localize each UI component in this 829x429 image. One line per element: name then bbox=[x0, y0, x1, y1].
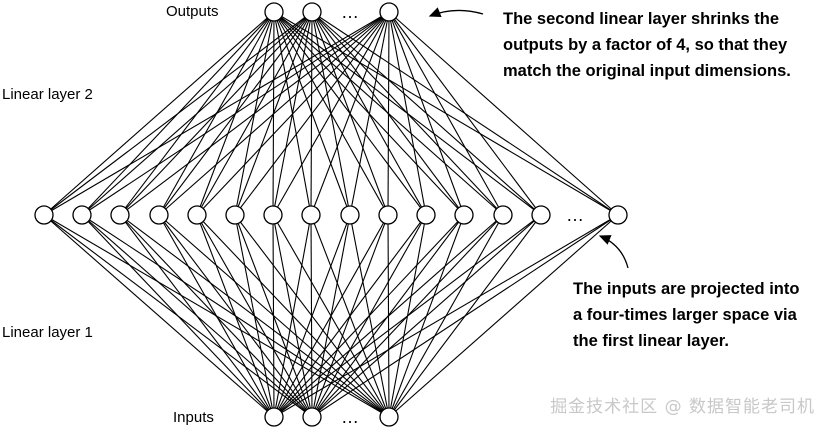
edge-input-to-hidden bbox=[273, 214, 351, 418]
edge-input-to-hidden bbox=[388, 214, 619, 418]
edge-hidden-to-output bbox=[388, 11, 619, 216]
output-node bbox=[379, 2, 399, 22]
edge-hidden-to-output bbox=[273, 11, 351, 216]
hidden-node bbox=[263, 205, 283, 225]
top-annotation-arrow bbox=[428, 7, 484, 17]
bottom-annotation: The inputs are projected into a four-tim… bbox=[573, 276, 799, 354]
edge-input-to-hidden bbox=[273, 214, 465, 418]
edge-input-to-hidden bbox=[311, 214, 542, 418]
edge-input-to-hidden bbox=[273, 214, 427, 418]
hidden-node bbox=[340, 205, 360, 225]
hidden-node bbox=[149, 205, 169, 225]
hidden-node bbox=[454, 205, 474, 225]
hidden-node bbox=[493, 205, 513, 225]
input-ellipsis: … bbox=[341, 407, 359, 427]
linear-layer-2-label: Linear layer 2 bbox=[2, 86, 93, 103]
hidden-node bbox=[110, 205, 130, 225]
linear-layer-1-label: Linear layer 1 bbox=[2, 324, 93, 341]
edge-input-to-hidden bbox=[273, 214, 312, 418]
hidden-node bbox=[301, 205, 321, 225]
ellipsis-dots: … … … bbox=[341, 2, 584, 427]
edge-hidden-to-output bbox=[273, 11, 542, 216]
edge-input-to-hidden bbox=[273, 214, 542, 418]
edge-input-to-hidden bbox=[234, 214, 275, 418]
edge-hidden-to-output bbox=[273, 11, 504, 216]
outputs-label: Outputs bbox=[166, 3, 219, 20]
output-node bbox=[302, 2, 322, 22]
watermark: 掘金技术社区 @ 数据智能老司机 bbox=[550, 397, 815, 417]
edge-input-to-hidden bbox=[272, 214, 275, 418]
edge-input-to-hidden bbox=[273, 214, 619, 418]
top-annotation-line-1: The second linear layer shrinks the bbox=[503, 10, 780, 28]
input-node bbox=[302, 407, 322, 427]
bottom-annotation-line-2: a four-times larger space via bbox=[573, 306, 797, 324]
hidden-node bbox=[34, 205, 54, 225]
hidden-node bbox=[378, 205, 398, 225]
hidden-node bbox=[416, 205, 436, 225]
edge-hidden-to-output bbox=[273, 11, 465, 216]
edge-hidden-to-output bbox=[273, 11, 427, 216]
hidden-node bbox=[531, 205, 551, 225]
hidden-node bbox=[187, 205, 207, 225]
edge-input-to-hidden bbox=[273, 214, 504, 418]
hidden-node bbox=[225, 205, 245, 225]
edge-input-to-hidden bbox=[158, 214, 275, 418]
edge-hidden-to-output bbox=[119, 11, 275, 216]
edge-hidden-to-output bbox=[273, 11, 619, 216]
connection-lines bbox=[43, 11, 619, 418]
edge-hidden-to-output bbox=[311, 11, 619, 216]
edge-input-to-hidden bbox=[311, 214, 619, 418]
hidden-node bbox=[72, 205, 92, 225]
edge-hidden-to-output bbox=[273, 11, 389, 216]
edge-hidden-to-output bbox=[196, 11, 275, 216]
edge-input-to-hidden bbox=[43, 214, 275, 418]
input-node bbox=[264, 407, 284, 427]
edge-hidden-to-output bbox=[158, 11, 275, 216]
edge-hidden-to-output bbox=[311, 11, 542, 216]
edge-input-to-hidden bbox=[81, 214, 275, 418]
inputs-label: Inputs bbox=[173, 409, 214, 426]
edge-input-to-hidden bbox=[119, 214, 275, 418]
edge-input-to-hidden bbox=[273, 214, 389, 418]
edge-hidden-to-output bbox=[81, 11, 275, 216]
edge-hidden-to-output bbox=[272, 11, 275, 216]
top-annotation-line-2: outputs by a factor of 4, so that they bbox=[503, 36, 788, 54]
hidden-node bbox=[608, 205, 628, 225]
top-annotation: The second linear layer shrinks the outp… bbox=[503, 6, 791, 84]
output-node bbox=[264, 2, 284, 22]
edge-hidden-to-output bbox=[43, 11, 275, 216]
edge-input-to-hidden bbox=[196, 214, 275, 418]
edge-hidden-to-output bbox=[234, 11, 275, 216]
bottom-annotation-line-3: the first linear layer. bbox=[573, 332, 729, 350]
edge-hidden-to-output bbox=[273, 11, 312, 216]
top-annotation-line-3: match the original input dimensions. bbox=[503, 62, 791, 80]
output-ellipsis: … bbox=[341, 2, 359, 22]
bottom-annotation-line-1: The inputs are projected into bbox=[573, 280, 800, 298]
input-node bbox=[379, 407, 399, 427]
bottom-annotation-arrow bbox=[598, 235, 629, 269]
hidden-ellipsis: … bbox=[566, 205, 584, 225]
neuron-nodes bbox=[34, 2, 628, 427]
